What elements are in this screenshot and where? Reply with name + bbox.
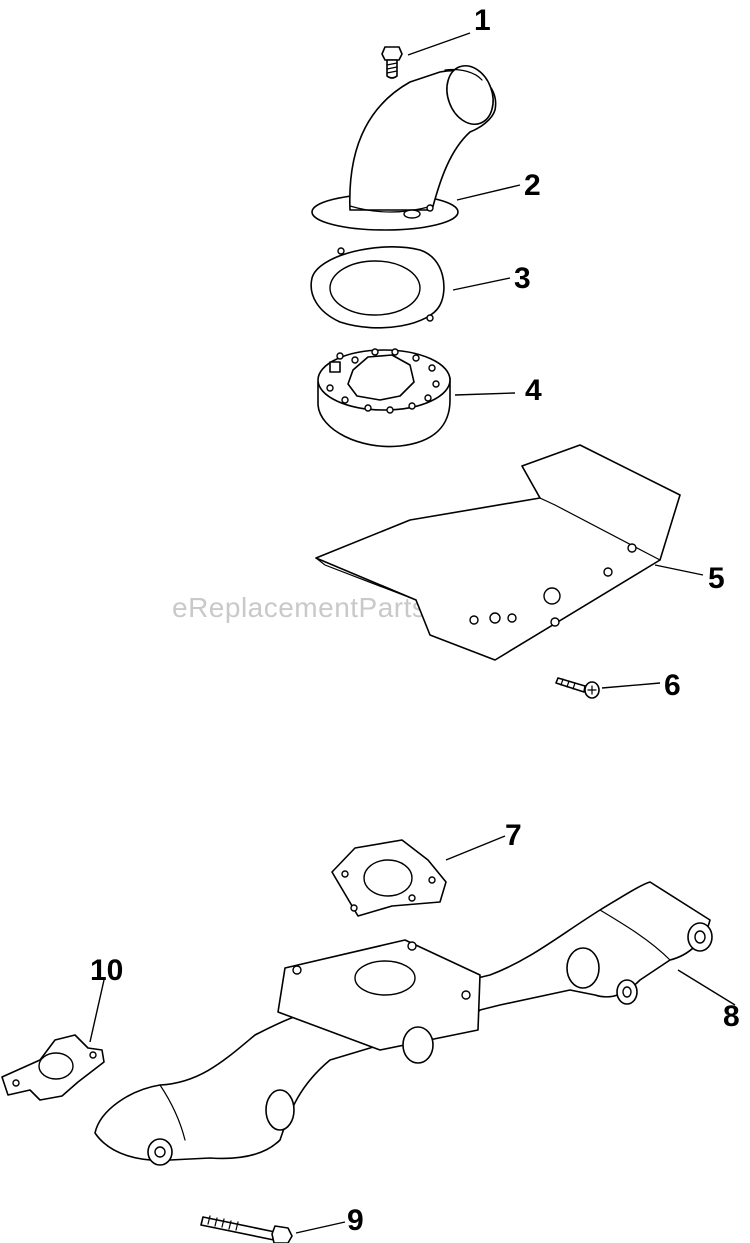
part-7-gasket[interactable] (331, 839, 447, 917)
callout-6: 6 (664, 669, 681, 702)
leader-7 (445, 835, 506, 861)
leader-9 (295, 1221, 346, 1234)
part-10-gasket[interactable] (1, 1034, 105, 1101)
part-8-manifold[interactable] (94, 881, 713, 1166)
leader-8 (677, 969, 736, 1006)
part-4-flange[interactable] (317, 348, 451, 448)
callout-8: 8 (723, 1000, 740, 1033)
callout-4: 4 (525, 374, 542, 407)
leader-3 (452, 277, 511, 291)
leader-6 (601, 682, 661, 689)
leader-lines (89, 32, 736, 1234)
leader-5 (654, 564, 704, 576)
callout-9: 9 (347, 1204, 364, 1237)
callout-2: 2 (524, 169, 541, 202)
part-2-elbow-outlet[interactable] (311, 59, 501, 231)
callout-1: 1 (474, 4, 491, 37)
part-9-bolt[interactable] (200, 1215, 293, 1243)
callout-7: 7 (505, 819, 522, 852)
leader-10 (89, 979, 105, 1043)
callout-10: 10 (90, 954, 123, 987)
part-3-gasket[interactable] (310, 246, 445, 329)
part-1-bolt[interactable] (381, 46, 403, 79)
leader-4 (454, 392, 516, 396)
callout-5: 5 (708, 562, 725, 595)
callout-3: 3 (514, 262, 531, 295)
leader-2 (456, 184, 521, 201)
part-5-heat-shield[interactable] (315, 444, 681, 661)
part-6-screw[interactable] (555, 677, 600, 699)
leader-1 (407, 32, 471, 56)
callout-labels: 1 2 3 4 5 6 7 8 9 10 (90, 4, 740, 1237)
